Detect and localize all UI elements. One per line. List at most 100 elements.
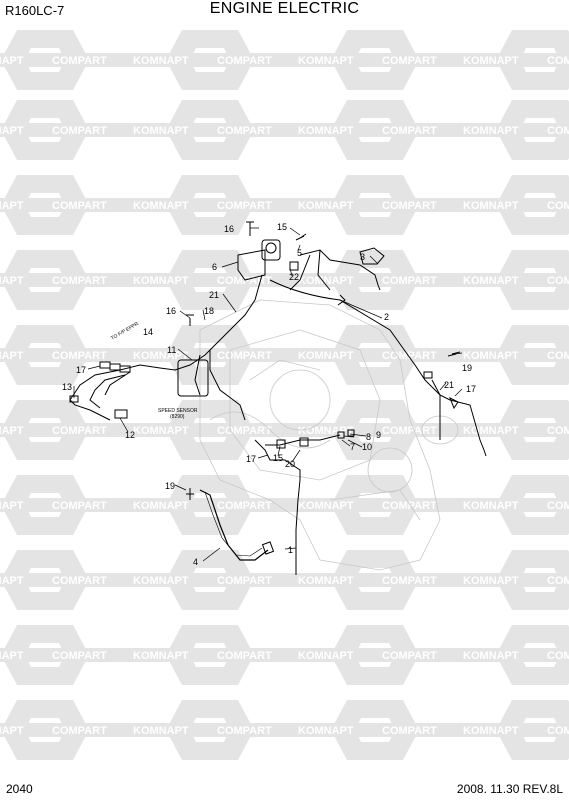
watermark-tile: KOMNAPT COMPART (125, 550, 290, 610)
speed-sensor-code: (8290) (170, 414, 185, 420)
harness-left (119, 274, 263, 371)
watermark-text-left: KOMNAPT (133, 650, 189, 662)
watermark-text-right: COMPART (382, 425, 437, 437)
watermark-tile: KOMNAPT COMPART (0, 625, 125, 685)
callout-number: 19 (165, 481, 175, 491)
watermark-text-left: KOMNAPT (133, 725, 189, 737)
watermark-text-right: COMPART (217, 55, 272, 67)
watermark-text-right: COMPART (547, 725, 569, 737)
watermark-text-left: KOMNAPT (0, 425, 24, 437)
watermark-tile: KOMNAPT COMPART (290, 625, 455, 685)
watermark-text-left: KOMNAPT (298, 500, 354, 512)
watermark-text-right: COMPART (217, 575, 272, 587)
watermark-tile: KOMNAPT COMPART (290, 475, 455, 535)
watermark-text-right: COMPART (382, 55, 437, 67)
watermark-text-left: KOMNAPT (133, 275, 189, 287)
watermark-text-left: KOMNAPT (298, 425, 354, 437)
watermark-text-left: KOMNAPT (0, 500, 24, 512)
watermark-text-left: KOMNAPT (133, 350, 189, 362)
watermark-text-right: COMPART (547, 425, 569, 437)
watermark-text-right: COMPART (382, 125, 437, 137)
callout-number: 15 (273, 453, 283, 463)
watermark-text-right: COMPART (52, 575, 107, 587)
callout-number: 17 (76, 365, 86, 375)
callout-number: 12 (125, 430, 135, 440)
watermark-text-right: COMPART (382, 650, 437, 662)
relay-bracket-6 (237, 249, 266, 281)
watermark-text-left: KOMNAPT (0, 650, 24, 662)
watermark-tile: KOMNAPT COMPART (0, 550, 125, 610)
watermark-text-left: KOMNAPT (133, 575, 189, 587)
watermark-text-right: COMPART (52, 650, 107, 662)
watermark-text-right: COMPART (547, 125, 569, 137)
watermark-text-right: COMPART (382, 275, 437, 287)
watermark-text-left: KOMNAPT (298, 575, 354, 587)
watermark-tile: KOMNAPT COMPART (290, 250, 455, 310)
watermark-text-left: KOMNAPT (463, 200, 519, 212)
watermark-text-right: COMPART (217, 725, 272, 737)
watermark-tile: KOMNAPT COMPART (290, 700, 455, 760)
callout-number: 21 (209, 290, 219, 300)
watermark-text-right: COMPART (547, 575, 569, 587)
callout-number: 16 (166, 306, 176, 316)
watermark-text-right: COMPART (382, 575, 437, 587)
watermark-text-right: COMPART (52, 500, 107, 512)
watermark-text-left: KOMNAPT (0, 575, 24, 587)
watermark-text-left: KOMNAPT (298, 200, 354, 212)
watermark-text-left: KOMNAPT (463, 125, 519, 137)
ground-strap-4 (199, 489, 269, 561)
watermark-text-left: KOMNAPT (463, 500, 519, 512)
watermark-text-right: COMPART (547, 200, 569, 212)
callout-number: 21 (444, 380, 454, 390)
watermark-text-right: COMPART (52, 200, 107, 212)
revision-date: 2008. 11.30 REV.8L (456, 782, 563, 796)
watermark-text-left: KOMNAPT (133, 55, 189, 67)
watermark-text-right: COMPART (52, 55, 107, 67)
watermark-tile: KOMNAPT COMPART (455, 625, 569, 685)
callout-number: 16 (224, 224, 234, 234)
watermark-text-right: COMPART (52, 350, 107, 362)
watermark-text-right: COMPART (382, 500, 437, 512)
watermark-text-left: KOMNAPT (463, 55, 519, 67)
watermark-tile: KOMNAPT COMPART (290, 550, 455, 610)
watermark-text-left: KOMNAPT (463, 650, 519, 662)
watermark-text-left: KOMNAPT (0, 275, 24, 287)
watermark-tile: KOMNAPT COMPART (290, 30, 455, 90)
watermark-text-left: KOMNAPT (133, 200, 189, 212)
watermark-text-right: COMPART (217, 200, 272, 212)
watermark-text-left: KOMNAPT (463, 350, 519, 362)
watermark-tile: KOMNAPT COMPART (125, 175, 290, 235)
watermark-text-right: COMPART (547, 275, 569, 287)
watermark-text-right: COMPART (382, 725, 437, 737)
harness-2 (269, 279, 485, 451)
watermark-text-left: KOMNAPT (133, 500, 189, 512)
watermark-text-right: COMPART (547, 650, 569, 662)
watermark-text-right: COMPART (217, 500, 272, 512)
watermark-text-left: KOMNAPT (298, 725, 354, 737)
watermark-text-left: KOMNAPT (298, 650, 354, 662)
watermark-text-right: COMPART (547, 500, 569, 512)
callout-number: 18 (204, 306, 214, 316)
watermark-text-left: KOMNAPT (298, 55, 354, 67)
watermark-text-left: KOMNAPT (298, 275, 354, 287)
harness-branch (299, 249, 379, 286)
callout-number: 3 (360, 252, 365, 262)
watermark-text-left: KOMNAPT (298, 125, 354, 137)
watermark-text-right: COMPART (217, 350, 272, 362)
watermark-text-left: KOMNAPT (0, 125, 24, 137)
